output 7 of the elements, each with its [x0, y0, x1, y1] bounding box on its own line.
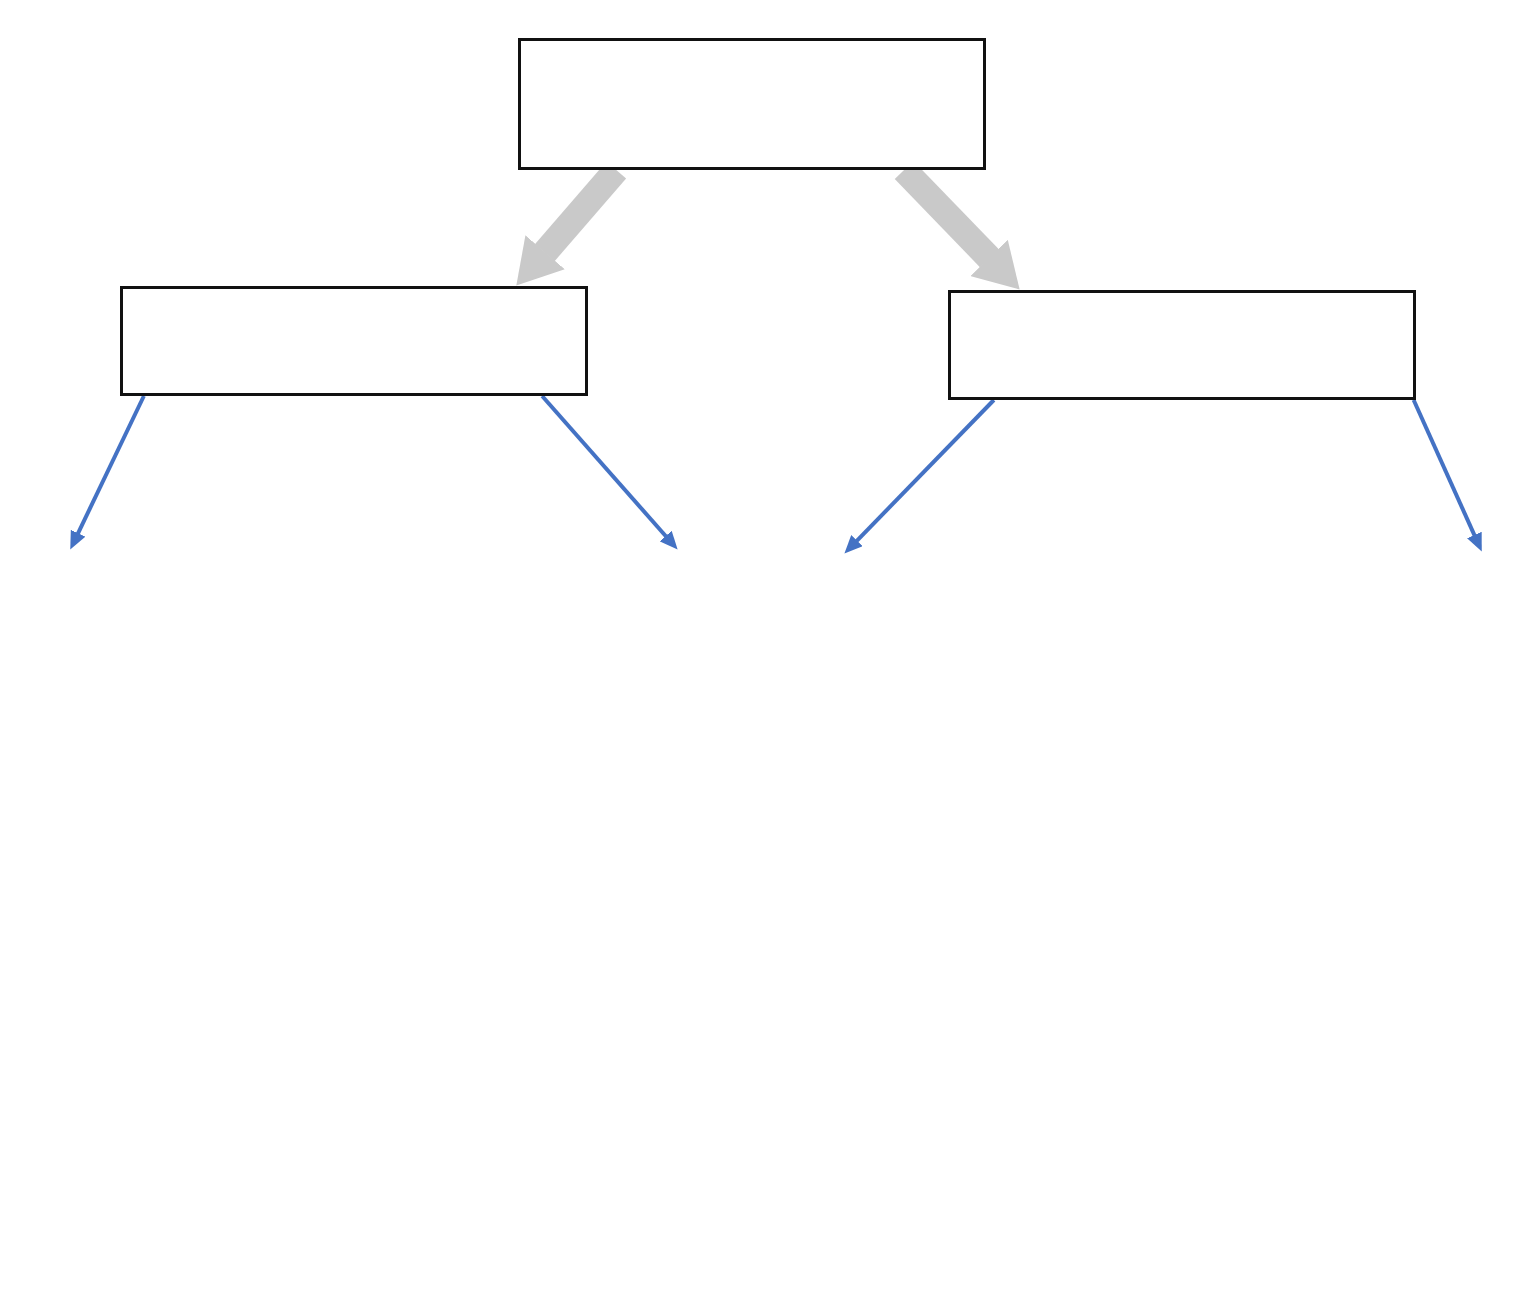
arrow [540, 394, 678, 550]
arrow [70, 395, 146, 550]
arrow [844, 398, 996, 554]
empty-box [518, 38, 986, 170]
arrow [1411, 399, 1482, 552]
empty-box [120, 286, 588, 396]
empty-box [948, 290, 1416, 400]
